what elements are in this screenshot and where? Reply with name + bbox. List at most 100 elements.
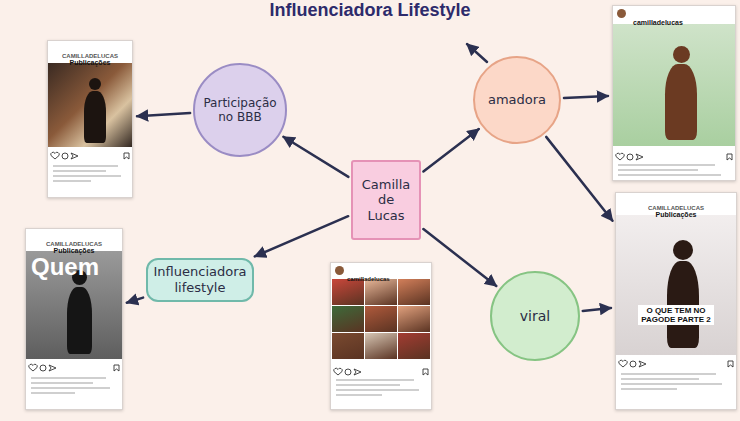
caption-line (621, 373, 716, 375)
post-header: Publicações (656, 211, 697, 218)
diagram-title: Influenciadora Lifestyle (269, 0, 470, 20)
caption-line (53, 165, 118, 167)
grid-photo (398, 333, 430, 359)
comment-icon (627, 154, 633, 160)
caption-line (31, 392, 75, 394)
connector-arrow (423, 229, 496, 286)
center-box: Camilla de Lucas (351, 160, 421, 240)
bookmark-icon (727, 154, 732, 160)
avatar (617, 9, 626, 18)
bookmark-icon (124, 153, 129, 159)
caption-line (618, 174, 721, 176)
grid-photo (332, 333, 364, 359)
text-wrap: camilladelucas (347, 267, 428, 285)
text-wrap: O QUE TEM NO PAGODE PARTE 2 (638, 305, 714, 326)
avatar (335, 266, 344, 275)
connector-arrow (564, 96, 608, 98)
bookmark-icon (114, 365, 119, 371)
icon-row (616, 359, 737, 369)
grid-photo (332, 306, 364, 332)
text-wrap: Publicações (616, 203, 736, 221)
caption-line (336, 379, 414, 381)
caption-line (31, 382, 93, 384)
post-screenshot: camilladelucas (330, 262, 432, 410)
caption-line (336, 384, 400, 386)
grid-photo (398, 279, 430, 305)
bookmark-icon (423, 369, 428, 375)
post-header: Publicações (70, 59, 111, 66)
topic-circle: viral (490, 271, 580, 361)
post-header: Publicações (54, 247, 95, 254)
connector-arrow (583, 308, 611, 311)
grid-photo (365, 306, 397, 332)
post-screenshot: CAMILLADELUCASPublicações O QUE TEM NO PA… (615, 192, 737, 410)
connector-arrow (255, 216, 348, 256)
caption-line (336, 394, 382, 396)
topic-circle: Participação no BBB (193, 63, 287, 157)
figure-body (84, 91, 106, 143)
text-wrap: camilladelucas (633, 11, 732, 29)
comment-icon (40, 365, 46, 371)
heart-icon (334, 368, 342, 375)
share-icon (49, 365, 56, 371)
grid-photo (365, 279, 397, 305)
text-wrap: Quem (31, 253, 119, 281)
post-header: CAMILLADELUCAS (62, 53, 118, 59)
comment-icon (345, 369, 351, 375)
share-icon (639, 361, 646, 367)
post-header: camilladelucas (633, 19, 683, 26)
icon-row (331, 367, 432, 377)
post-screenshot: CAMILLADELUCASPublicaçõesQuem (25, 228, 123, 410)
topic-circle: amadora (473, 56, 561, 144)
node-label: Camilla de Lucas (358, 177, 414, 224)
connector-arrow (127, 298, 143, 303)
icon-row (26, 363, 123, 373)
share-icon (636, 154, 643, 160)
grid-photo (332, 279, 364, 305)
node-label: amadora (488, 92, 546, 108)
text-wrap: Publicações (48, 51, 132, 69)
caption-line (53, 180, 91, 182)
connector-arrow (137, 113, 190, 116)
caption-line (53, 170, 106, 172)
connector-arrow (283, 137, 348, 177)
figure-head (89, 78, 101, 90)
caption-line (618, 169, 698, 171)
icon-row (613, 152, 736, 162)
grid-photo (398, 306, 430, 332)
share-icon (354, 369, 361, 375)
node-label: Influenciadora lifestyle (153, 264, 247, 295)
post-headline: Quem (31, 253, 99, 280)
caption-line (31, 387, 110, 389)
node-label: viral (520, 308, 550, 325)
caption-line (621, 383, 722, 385)
post-headline: O QUE TEM NO PAGODE PARTE 2 (638, 305, 714, 325)
post-screenshot: CAMILLADELUCASPublicações (47, 40, 133, 198)
caption-line (618, 164, 715, 166)
comment-icon (630, 361, 636, 367)
post-screenshot: camilladelucas (612, 5, 736, 181)
heart-icon (616, 153, 624, 160)
comment-icon (62, 153, 68, 159)
post-header: CAMILLADELUCAS (46, 241, 102, 247)
caption-line (621, 378, 699, 380)
post-header: CAMILLADELUCAS (648, 205, 704, 211)
figure-head (673, 240, 693, 260)
node-label: Participação no BBB (202, 96, 279, 125)
bookmark-icon (728, 361, 733, 367)
heart-icon (51, 152, 59, 159)
caption-line (621, 388, 677, 390)
heart-icon (619, 360, 627, 367)
caption-line (336, 389, 419, 391)
connector-arrow (423, 129, 478, 171)
connector-arrow (546, 137, 612, 221)
figure-head (673, 46, 690, 63)
stray-arrow (467, 44, 487, 62)
figure-body (67, 287, 92, 354)
post-header: camilladelucas (347, 276, 390, 282)
caption-line (53, 175, 121, 177)
figure-body (665, 64, 697, 140)
topic-box: Influenciadora lifestyle (146, 258, 254, 302)
heart-icon (29, 364, 37, 371)
